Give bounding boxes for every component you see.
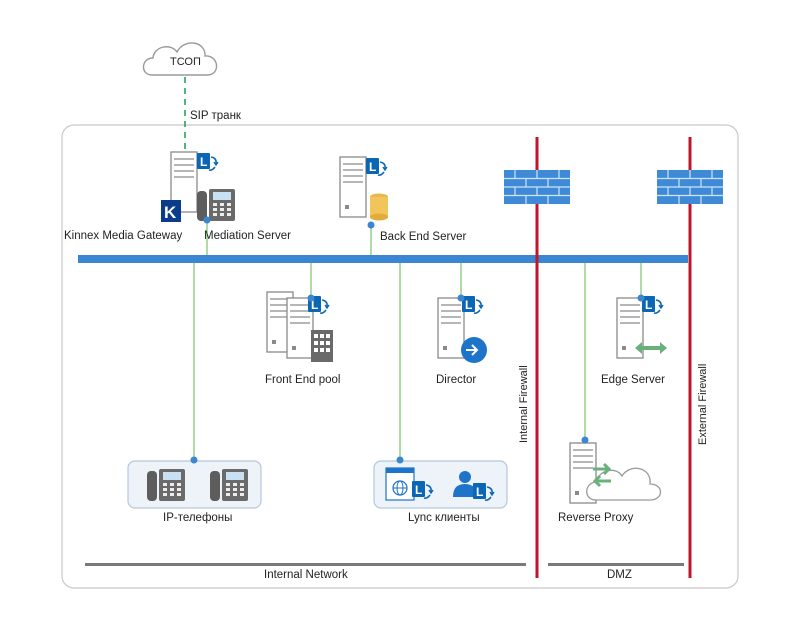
lync-clients-label: Lync клиенты	[408, 512, 480, 524]
internal-network-label: Internal Network	[264, 569, 348, 581]
internal-firewall-label: Internal Firewall	[518, 365, 530, 443]
external-firewall-label: External Firewall	[697, 363, 709, 445]
ip-phones-label: IP-телефоны	[163, 512, 233, 524]
gateway-label: Kinnex Media Gateway	[64, 230, 183, 242]
front-end-pool-icon	[266, 291, 333, 362]
network-boundary	[61, 124, 739, 589]
connection-lines	[193, 220, 642, 460]
external-firewall-icon	[656, 169, 724, 205]
director-label: Director	[436, 374, 477, 386]
ip-phone-icon	[210, 469, 248, 501]
director-icon	[437, 295, 487, 363]
svg-text:K: K	[164, 203, 177, 222]
internal-firewall-icon	[503, 169, 571, 205]
back-end-server-label: Back End Server	[380, 231, 467, 243]
internal-network-bar	[85, 563, 526, 566]
network-bus	[78, 255, 688, 263]
reverse-proxy-icon	[569, 442, 662, 504]
back-end-server-icon	[339, 156, 388, 221]
sip-trunk-label: SIP транк	[190, 110, 241, 122]
dmz-label: DMZ	[607, 569, 632, 581]
kinnex-gateway-icon: K	[161, 200, 181, 222]
pstn-cloud-icon	[142, 42, 218, 76]
reverse-proxy-label: Reverse Proxy	[558, 512, 634, 524]
user-client-icon	[453, 471, 495, 502]
web-client-icon	[385, 467, 434, 501]
dmz-bar	[548, 563, 684, 566]
pstn-label: ТСОП	[170, 56, 201, 68]
ip-phone-icon	[147, 469, 185, 501]
edge-server-label: Edge Server	[601, 374, 665, 386]
front-end-pool-label: Front End pool	[265, 374, 341, 386]
edge-server-icon	[616, 295, 667, 359]
mediation-server-label: Mediation Server	[204, 230, 291, 242]
